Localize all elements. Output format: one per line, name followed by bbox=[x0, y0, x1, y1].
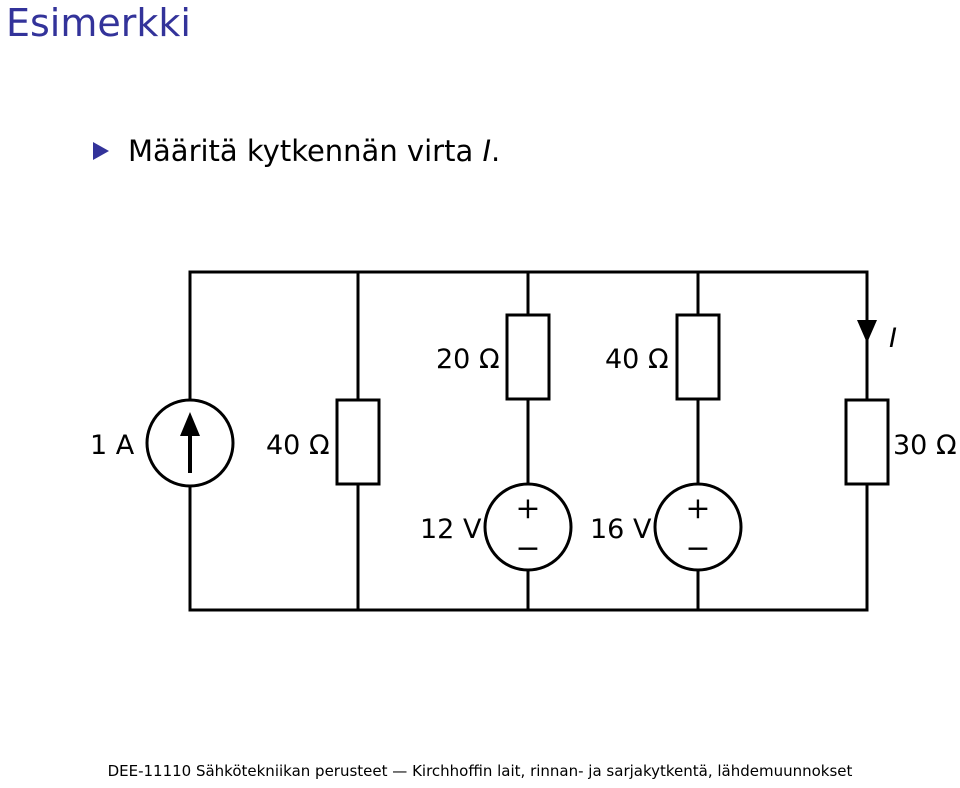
bullet-variable: I bbox=[482, 133, 491, 168]
circuit-wires bbox=[188, 270, 869, 612]
voltage-source-1-label: 12 V bbox=[420, 514, 482, 545]
bullet-text: Määritä kytkennän virta I. bbox=[128, 133, 501, 168]
down-arrow-icon bbox=[857, 320, 877, 343]
resistor-4 bbox=[844, 398, 890, 486]
resistor-3 bbox=[675, 313, 721, 401]
bullet-item: Määritä kytkennän virta I. bbox=[92, 134, 500, 168]
voltage-source-1: + − bbox=[483, 482, 573, 572]
footer-topic: Kirchhoffin lait, rinnan- ja sarjakytken… bbox=[412, 762, 853, 780]
resistor-4-label: 30 Ω bbox=[893, 430, 957, 461]
voltage-source-2-plus: + bbox=[685, 491, 710, 526]
voltage-source-2-circle bbox=[653, 482, 743, 572]
current-source bbox=[145, 398, 235, 488]
footer-separator: — bbox=[392, 762, 408, 780]
footer-course: DEE-11110 Sähkötekniikan perusteet bbox=[107, 762, 388, 780]
bullet-text-main: Määritä kytkennän virta bbox=[128, 133, 483, 168]
voltage-source-1-minus: − bbox=[515, 531, 540, 566]
current-source-label: 1 A bbox=[90, 430, 135, 461]
up-arrow-icon bbox=[180, 412, 200, 473]
voltage-source-2: + − bbox=[653, 482, 743, 572]
voltage-source-1-plus: + bbox=[515, 491, 540, 526]
resistor-1 bbox=[335, 398, 381, 486]
current-label: I bbox=[889, 323, 897, 354]
triangle-bullet-icon bbox=[93, 142, 109, 160]
bullet-text-end: . bbox=[491, 133, 501, 168]
resistor-3-label: 40 Ω bbox=[605, 344, 669, 375]
resistor-2-label: 20 Ω bbox=[436, 344, 500, 375]
slide-title: Esimerkki bbox=[6, 1, 191, 45]
resistor-2 bbox=[505, 313, 551, 401]
voltage-source-1-circle bbox=[483, 482, 573, 572]
voltage-source-2-label: 16 V bbox=[590, 514, 652, 545]
resistor-1-label: 40 Ω bbox=[266, 430, 330, 461]
slide-footer: DEE-11110 Sähkötekniikan perusteet — Kir… bbox=[0, 764, 960, 779]
voltage-source-2-minus: − bbox=[685, 531, 710, 566]
